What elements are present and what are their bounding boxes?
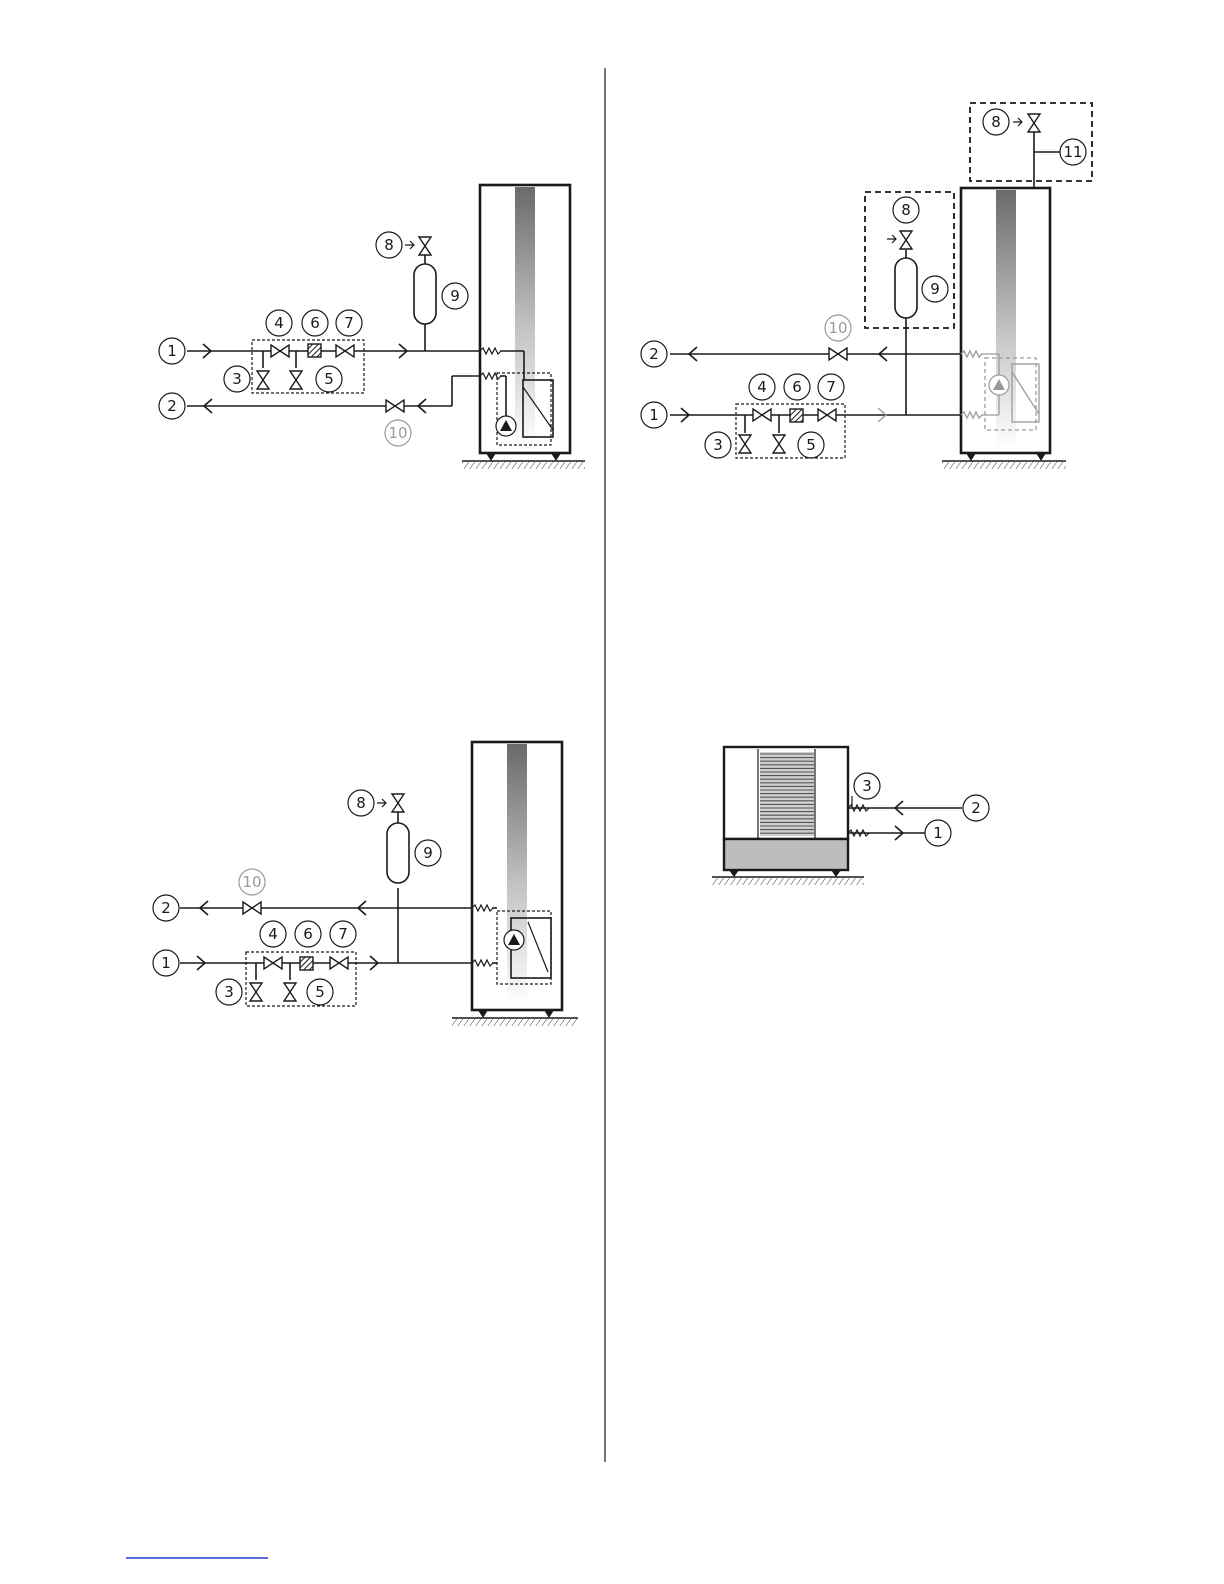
- svg-text:8: 8: [901, 201, 911, 219]
- svg-text:5: 5: [324, 370, 334, 388]
- valve-icon: [392, 794, 404, 812]
- expansion-vessel-icon: [895, 258, 917, 318]
- svg-text:8: 8: [991, 113, 1001, 131]
- svg-text:7: 7: [826, 378, 836, 396]
- svg-text:8: 8: [356, 794, 366, 812]
- svg-text:1: 1: [649, 406, 659, 424]
- diagram-bottom-left: 10 2 8 9 1 3 4 5 6: [153, 742, 578, 1026]
- svg-text:2: 2: [167, 397, 177, 415]
- svg-text:2: 2: [649, 345, 659, 363]
- expansion-vessel-icon: [414, 264, 436, 324]
- valve-icon: [829, 348, 847, 360]
- valve-icon: [330, 957, 348, 969]
- svg-text:10: 10: [242, 873, 261, 891]
- svg-text:8: 8: [384, 236, 394, 254]
- valve-icon: [264, 957, 282, 969]
- svg-text:5: 5: [806, 436, 816, 454]
- svg-text:10: 10: [388, 424, 407, 442]
- svg-text:9: 9: [450, 287, 460, 305]
- svg-text:1: 1: [933, 824, 943, 842]
- expansion-vessel-icon: [387, 823, 409, 883]
- valve-icon: [419, 237, 431, 255]
- svg-text:6: 6: [792, 378, 802, 396]
- valve-icon: [271, 345, 289, 357]
- diagram-top-left: 1 2 3 4 5 6 7 8 9 10: [159, 185, 585, 469]
- svg-text:9: 9: [930, 280, 940, 298]
- valve-icon: [773, 435, 785, 453]
- svg-text:3: 3: [862, 777, 872, 795]
- valve-icon: [257, 371, 269, 389]
- fan-grille: [760, 752, 814, 836]
- ground-hatch: [462, 462, 585, 469]
- valve-icon: [336, 345, 354, 357]
- svg-text:3: 3: [232, 370, 242, 388]
- svg-text:1: 1: [161, 954, 171, 972]
- svg-text:9: 9: [423, 844, 433, 862]
- svg-text:5: 5: [315, 983, 325, 1001]
- valve-icon: [753, 409, 771, 421]
- svg-text:3: 3: [713, 436, 723, 454]
- outdoor-unit-base: [724, 839, 848, 870]
- filter-icon: [308, 344, 321, 357]
- filter-icon: [790, 409, 803, 422]
- svg-text:4: 4: [274, 314, 284, 332]
- valve-icon: [739, 435, 751, 453]
- svg-text:6: 6: [303, 925, 313, 943]
- valve-icon: [243, 902, 261, 914]
- svg-text:4: 4: [268, 925, 278, 943]
- svg-text:7: 7: [338, 925, 348, 943]
- svg-text:6: 6: [310, 314, 320, 332]
- svg-text:11: 11: [1063, 143, 1082, 161]
- valve-icon: [250, 983, 262, 1001]
- svg-text:2: 2: [971, 799, 981, 817]
- svg-text:4: 4: [757, 378, 767, 396]
- valve-icon: [284, 983, 296, 1001]
- valve-icon: [290, 371, 302, 389]
- valve-icon: [818, 409, 836, 421]
- tank-gradient: [515, 187, 535, 447]
- valve-icon: [386, 400, 404, 412]
- diagram-outdoor-unit: 3 2 1: [712, 747, 989, 885]
- svg-text:7: 7: [344, 314, 354, 332]
- valve-icon: [1028, 114, 1040, 132]
- svg-text:2: 2: [161, 899, 171, 917]
- svg-text:10: 10: [828, 319, 847, 337]
- diagram-top-right: 8 11 8 9 10 2: [641, 103, 1092, 469]
- filter-icon: [300, 957, 313, 970]
- valve-icon: [900, 231, 912, 249]
- svg-text:3: 3: [224, 983, 234, 1001]
- svg-text:1: 1: [167, 342, 177, 360]
